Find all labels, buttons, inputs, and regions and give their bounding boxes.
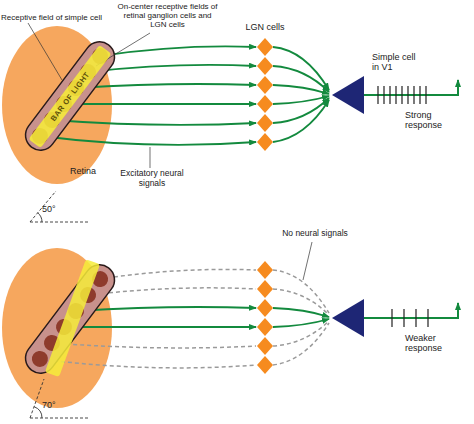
lgn-diamond [257,280,273,298]
angle-marker [30,191,90,418]
lgn-diamond [257,337,273,355]
callout-label: No neural signals [265,229,365,239]
silent-line [88,288,256,295]
angle-lines [30,191,90,222]
silent-line [52,343,256,348]
cell-label: Simple cell in V1 [372,52,424,73]
angle-lines [30,379,90,418]
retina-ellipse [2,248,112,408]
signal-arrow [76,307,256,311]
lgn-diamond [257,76,273,94]
lgn-diamond [257,95,273,113]
retina-ellipse [2,26,112,184]
retina-label: Retina [70,166,110,176]
angle-label: 70° [42,400,72,410]
signal-arrow [273,96,329,104]
simple-cell-soma [332,76,364,114]
simple-cell-soma: Simple cell in V1 [330,76,364,114]
angle-label: 50° [42,204,72,214]
receptive-field-outline [20,259,121,379]
silent-line [40,359,256,368]
callout-label: Receptive field of simple cell [1,13,113,22]
lgn-cells [257,38,273,374]
lgn-diamond [257,318,273,336]
light-bar [45,259,100,377]
angle-arc [34,407,42,418]
signal-arrow [64,103,256,105]
simple-cell-shape [330,76,364,114]
response-label: Strong response [405,110,457,131]
signal-arrow [273,85,329,94]
signal-arrow [273,319,329,327]
angle-arc [38,213,42,222]
signal-arrow [64,326,256,328]
excitatory-arrows [64,307,329,327]
retina-ellipse: BAR OF LIGHTRetina [2,26,112,184]
lgn-diamond [257,133,273,151]
signal-arrow [88,65,256,72]
axon-output [364,303,458,318]
lgn-diamond [257,38,273,56]
simple-cell-soma [332,299,364,337]
leader-line [303,242,312,280]
signal-arrow [100,46,256,56]
lgn-diamond [257,114,273,132]
callout-label: On-center receptive fields of retinal ga… [115,2,220,30]
lgn-diamond [257,299,273,317]
signal-arrow [273,308,329,317]
lgn-diamond [257,356,273,374]
spike-train [392,309,428,327]
spike-train [378,86,426,104]
column-label: LGN cells [235,22,295,32]
lgn-diamond [257,57,273,75]
silent-line [100,269,256,279]
response-label: Weaker response [405,333,457,354]
leader-line [150,147,151,168]
callout-label: Excitatory neural signals [112,169,192,189]
simple-cell-receptive-field [20,259,121,379]
lgn-diamond [257,261,273,279]
silent-line [273,323,329,365]
signal-arrow [273,100,329,142]
